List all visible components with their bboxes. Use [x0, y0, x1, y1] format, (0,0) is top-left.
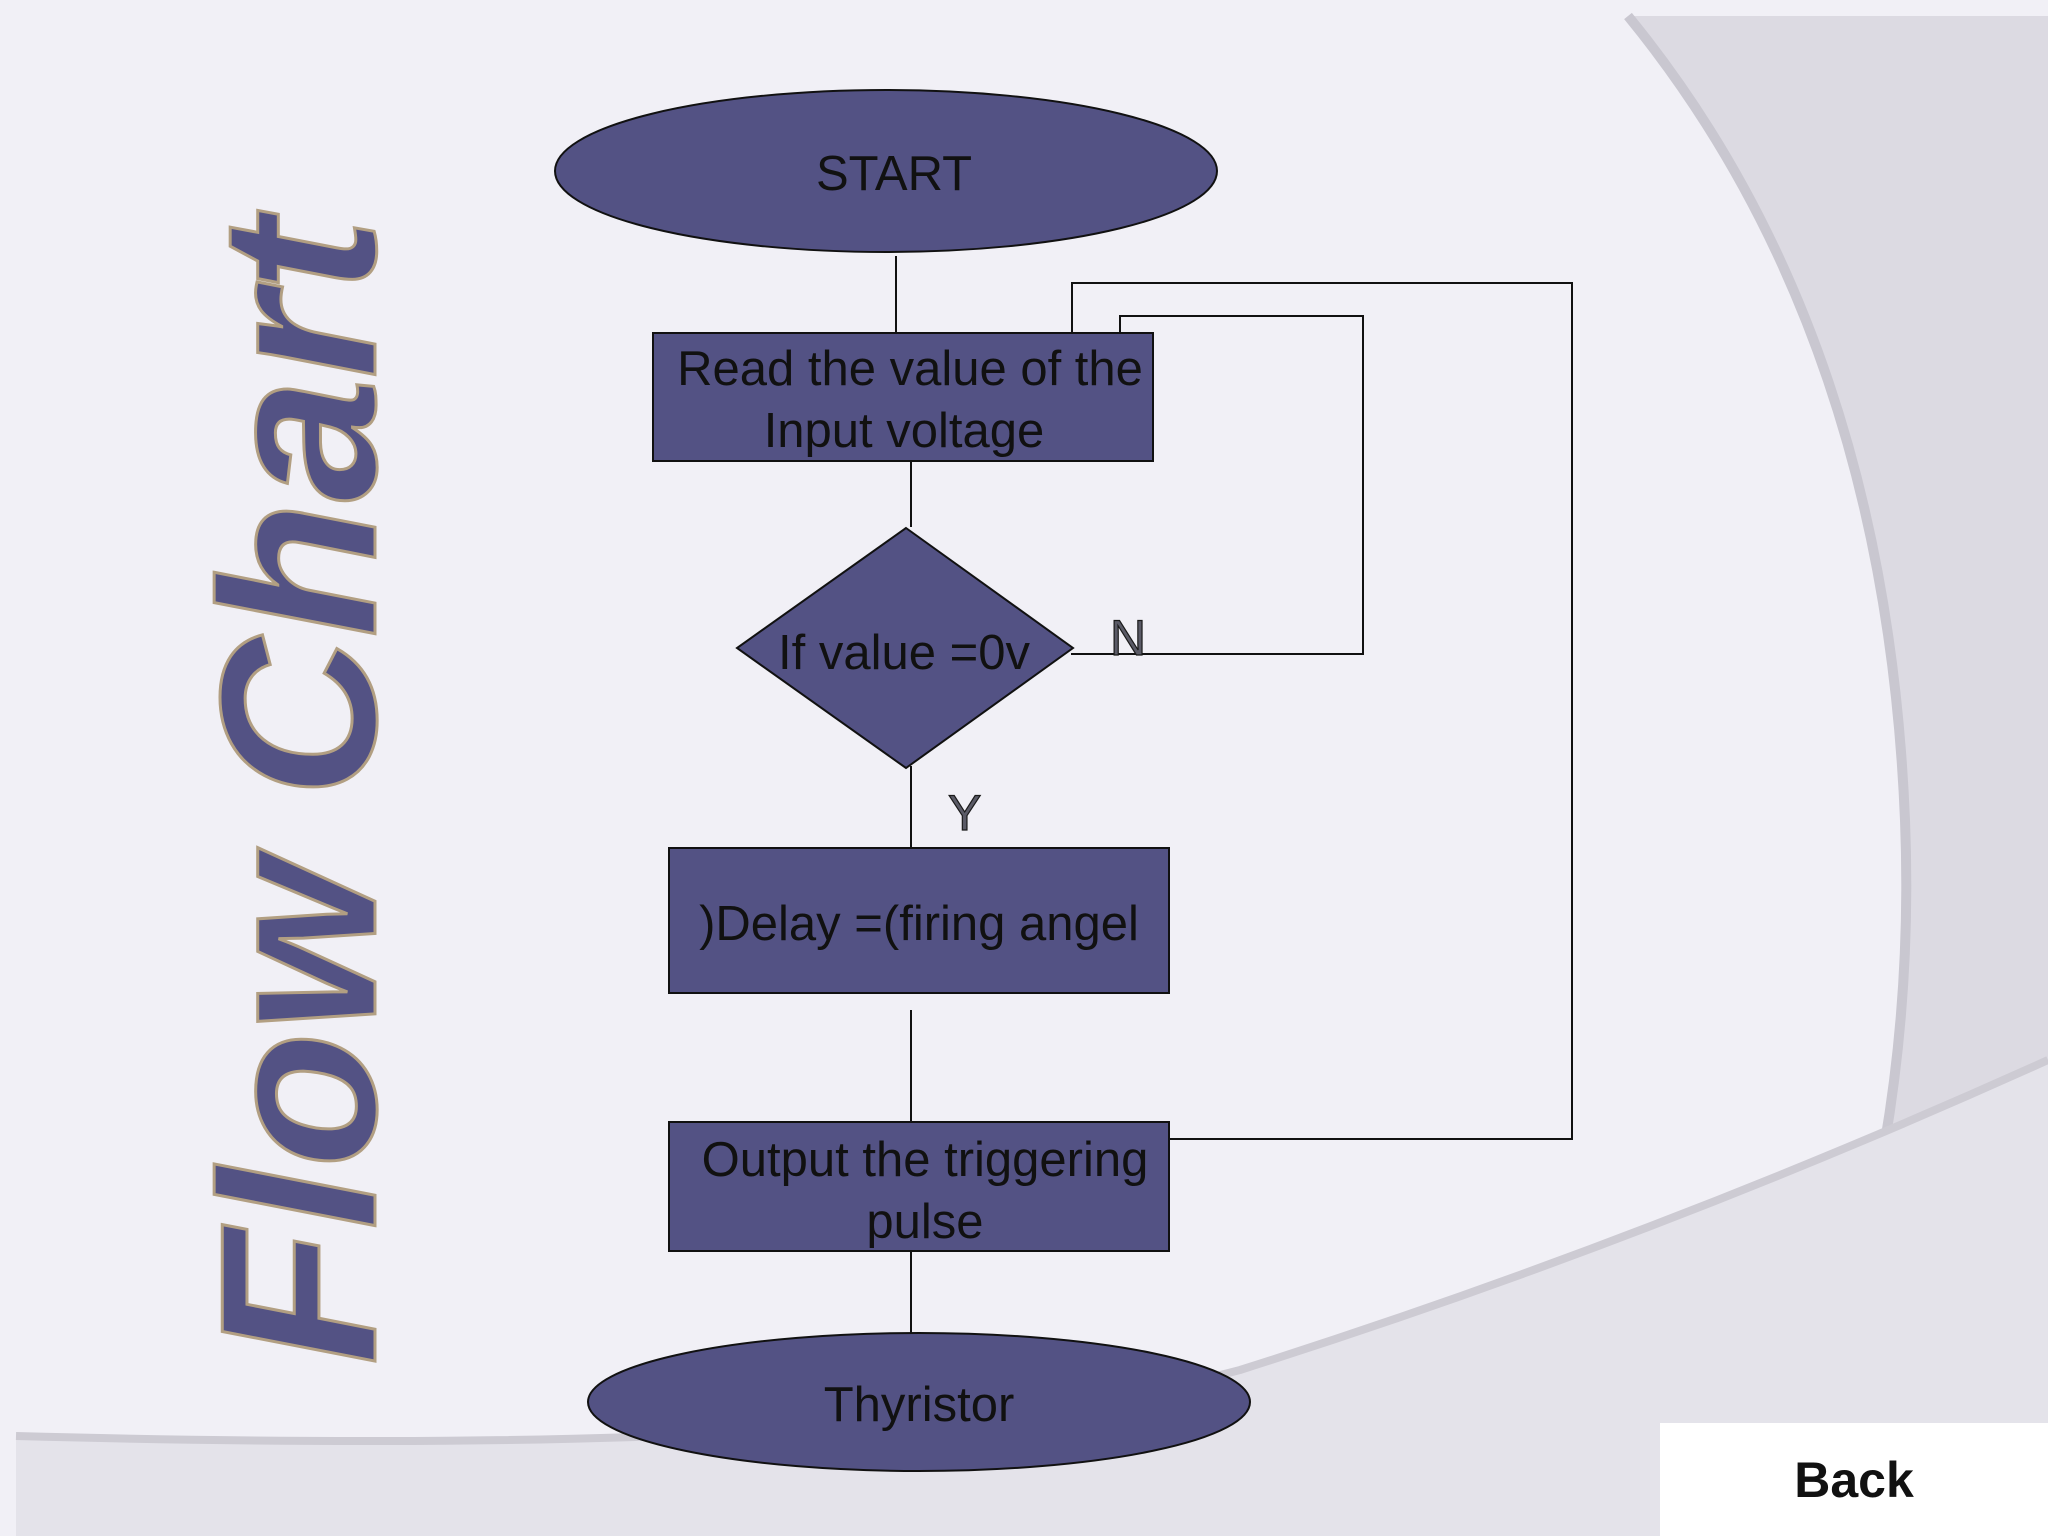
start-node: [554, 89, 1218, 253]
decision-node: [735, 526, 1075, 770]
no-branch-label: N: [1110, 610, 1146, 666]
output-pulse-label-line2: pulse: [866, 1195, 983, 1249]
delay-node-label: )Delay =(firing angel: [699, 897, 1139, 951]
start-node-label: START: [816, 147, 972, 201]
delay-node: [668, 847, 1170, 994]
output-pulse-node: [668, 1121, 1170, 1252]
read-input-label-line1: Read the value of the: [677, 342, 1143, 396]
yes-branch-label: Y: [948, 785, 981, 841]
end-node-label: Thyristor: [824, 1378, 1015, 1432]
end-node: [587, 1332, 1251, 1472]
connector-lines: [895, 256, 1573, 1335]
output-pulse-label-line1: Output the triggering: [702, 1133, 1149, 1187]
read-input-node: [652, 332, 1154, 462]
decision-node-label: If value =0v: [778, 626, 1030, 680]
back-button[interactable]: Back: [1660, 1423, 2048, 1536]
slide-title: Flow Chart: [175, 210, 423, 1365]
read-input-label-line2: Input voltage: [764, 404, 1045, 458]
